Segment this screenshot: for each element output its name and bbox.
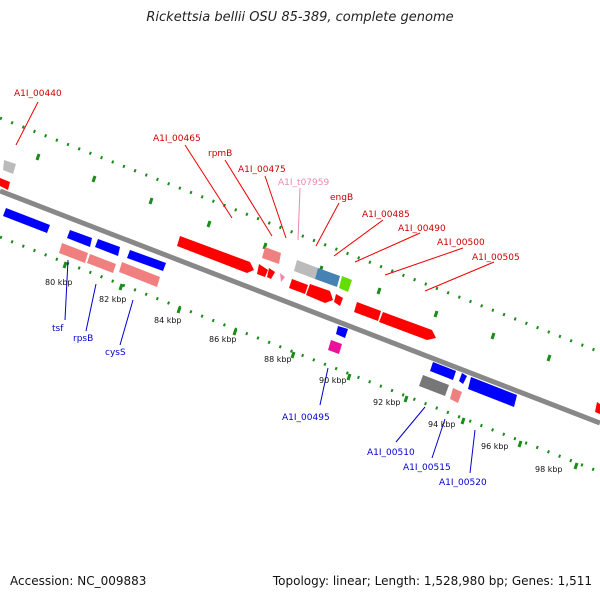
upper-leader-lines [15, 101, 495, 292]
gene-rna-3 [119, 262, 160, 287]
gene-rpmB [257, 264, 268, 277]
gene-label: A1I_00520 [439, 478, 487, 488]
kbp-label: 90 kbp [319, 376, 347, 385]
gene-label: engB [330, 193, 353, 203]
gene-label: A1I_00505 [472, 253, 520, 263]
gene-a1i-00495 [328, 340, 342, 354]
gene-a1i-00500 [354, 302, 381, 321]
kbp-label: 86 kbp [209, 335, 237, 344]
gene-a1i-00490 [306, 284, 333, 303]
gene-label: cysS [105, 348, 126, 358]
gene-blue-rpsB [95, 239, 120, 256]
gene-label: A1I_00440 [14, 89, 62, 99]
gene-a1i-00520 [468, 377, 517, 407]
lower-leader-lines [64, 259, 476, 474]
gene-label: A1I_00510 [367, 448, 415, 458]
gene-label: A1I_t07959 [278, 178, 329, 188]
leader-line-t07959 [297, 187, 301, 241]
kbp-label: 98 kbp [535, 465, 563, 474]
gene-label: A1I_00465 [153, 134, 201, 144]
kbp-label: 82 kbp [99, 295, 127, 304]
gene-a1i-00440 [3, 160, 16, 174]
gene-a1i-00465 [177, 236, 254, 273]
gene-label: A1I_00515 [403, 463, 451, 473]
gene-blue-00510 [430, 362, 456, 380]
gene-blue-small [459, 373, 467, 384]
gene-a1i-00505 [379, 312, 436, 340]
gene-a1i-00495-blue [336, 326, 348, 338]
gene-a1i-t07959 [280, 273, 285, 282]
gene-blue-cysS [127, 250, 166, 271]
gene-label: A1I_00475 [238, 165, 286, 175]
kbp-label: 84 kbp [154, 316, 182, 325]
gene-a1i-00475 [267, 268, 275, 279]
gene-label: A1I_00490 [398, 224, 446, 234]
gene-label: tsf [52, 324, 64, 334]
gene-label: A1I_00485 [362, 210, 410, 220]
genome-backbone [0, 188, 600, 426]
kbp-label: 80 kbp [45, 278, 73, 287]
gene-rna-1 [59, 243, 88, 263]
gene-label: A1I_00500 [437, 238, 485, 248]
gene-a1i-00485 [289, 279, 308, 294]
kbp-label: 88 kbp [264, 355, 292, 364]
gene-green [339, 276, 352, 292]
kbp-label: 96 kbp [481, 442, 509, 451]
gene-rpmB-box [262, 247, 281, 264]
gene-rna-2 [87, 254, 116, 273]
kbp-label: 94 kbp [428, 420, 456, 429]
gene-label: rpsB [73, 334, 93, 344]
kbp-label: 92 kbp [373, 398, 401, 407]
gene-engB [315, 268, 340, 287]
gene-label: rpmB [208, 149, 232, 159]
gene-label: A1I_00495 [282, 413, 330, 423]
major-ticks [35, 153, 579, 470]
accession-label: Accession: NC_009883 [10, 574, 147, 588]
gene-blue-left [3, 208, 50, 233]
genome-summary: Topology: linear; Length: 1,528,980 bp; … [272, 574, 592, 588]
gene-blue-tsf [67, 230, 92, 247]
gene-blocks [0, 160, 600, 414]
upper-tick-track [0, 116, 600, 354]
gene-a1i-00510 [419, 375, 449, 396]
gene-red-right [595, 402, 600, 414]
gene-grey-mid [294, 260, 318, 279]
map-title: Rickettsia bellii OSU 85-389, complete g… [146, 10, 454, 25]
gene-red-small [334, 294, 343, 306]
gene-red-left [0, 178, 10, 190]
gene-a1i-00515 [450, 388, 462, 403]
